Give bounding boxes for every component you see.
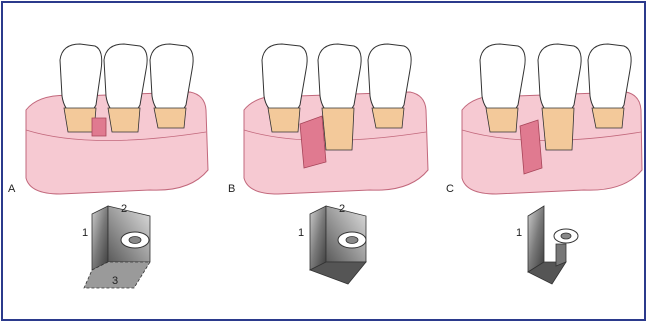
panel-c: C 1 [446, 44, 642, 284]
wall-label-b-2: 2 [339, 203, 345, 215]
wall-label-c-1: 1 [516, 227, 522, 239]
wall-label-a-3: 3 [112, 275, 118, 287]
defect-c [520, 120, 542, 174]
bone-model-b [310, 206, 366, 284]
wall-label-a-1: 1 [82, 227, 88, 239]
bone-model-c [528, 206, 578, 284]
wall-label-b-1: 1 [298, 227, 304, 239]
panel-a: A 1 2 3 [8, 44, 208, 288]
defect-a [92, 118, 106, 136]
panel-letter-c: C [446, 183, 454, 195]
defect-b [300, 116, 326, 168]
panel-letter-b: B [228, 183, 235, 195]
panel-b: B 1 2 [228, 44, 428, 284]
wall-label-a-2: 2 [121, 203, 127, 215]
teeth-a [60, 44, 193, 132]
panel-letter-a: A [8, 183, 16, 195]
